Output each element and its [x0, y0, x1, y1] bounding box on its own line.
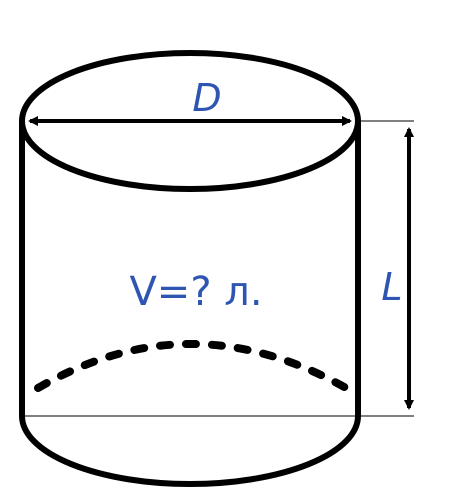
- cylinder-bottom-front-arc: [19, 413, 361, 487]
- cylinder-bottom-back-arc: [34, 340, 350, 392]
- diameter-label: D: [192, 76, 221, 120]
- length-label: L: [381, 265, 402, 309]
- volume-label: V=? л.: [129, 269, 262, 315]
